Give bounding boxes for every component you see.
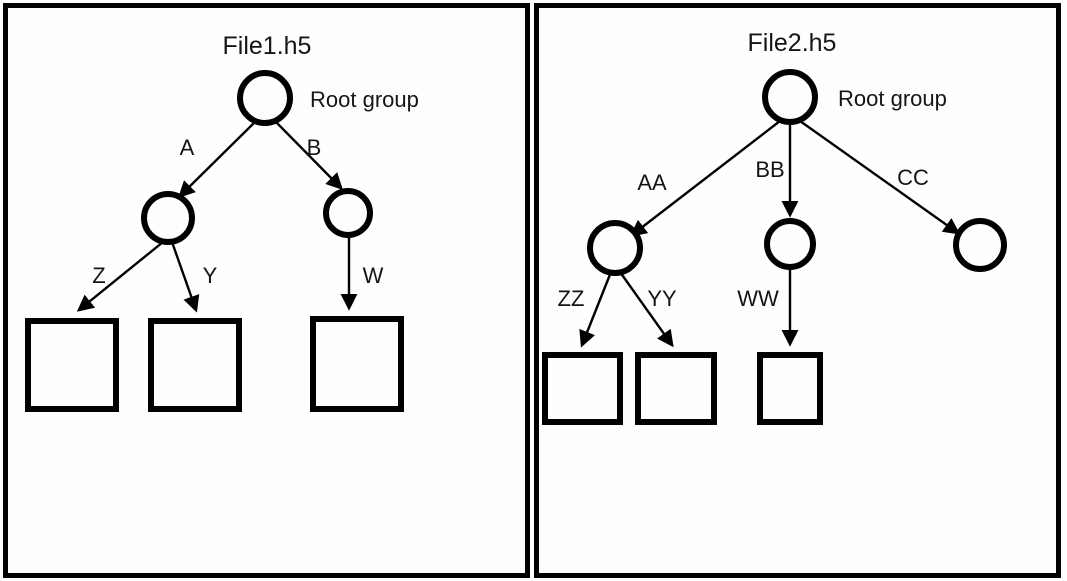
file2-edge-root-to-cc	[799, 120, 961, 235]
file2-dataset-zz-node[interactable]	[542, 352, 623, 425]
file2-edge-aa-to-dataset-yy	[619, 271, 674, 348]
file1-group-a-node[interactable]	[141, 191, 195, 245]
file1-root-group-node[interactable]	[237, 70, 293, 126]
file1-dataset-w-node[interactable]	[310, 316, 404, 412]
file1-edge-a-to-dataset-y	[170, 241, 200, 313]
file1-group-b-node[interactable]	[323, 188, 373, 238]
file2-group-cc-node[interactable]	[953, 218, 1007, 272]
file1-edge-label-b: B	[307, 135, 322, 160]
file2-edge-label-yy: YY	[647, 286, 677, 311]
file2-edge-label-zz: ZZ	[558, 286, 585, 311]
file2-group-aa-node[interactable]	[587, 220, 643, 276]
file1-dataset-y-node[interactable]	[148, 318, 242, 412]
file2-root-group-caption: Root group	[838, 86, 947, 111]
file1-edge-label-y: Y	[203, 263, 218, 288]
panel-file1: File1.h5 Root group A B Z Y W	[3, 3, 530, 578]
file2-dataset-ww-node[interactable]	[757, 352, 823, 425]
file1-edge-a-to-dataset-z	[76, 241, 164, 312]
file2-group-bb-node[interactable]	[764, 218, 816, 270]
file2-edge-label-cc: CC	[897, 165, 929, 190]
file2-edge-root-to-aa	[629, 120, 781, 237]
panel-file1-title: File1.h5	[223, 32, 312, 60]
file1-dataset-z-node[interactable]	[25, 318, 119, 412]
panel-file2: File2.h5 Root group AA BB CC ZZ YY	[534, 3, 1061, 578]
panel-file2-title: File2.h5	[748, 29, 837, 57]
file1-edge-root-to-b	[274, 120, 343, 190]
panel-file2-border	[534, 3, 1061, 578]
file1-edge-label-w: W	[363, 263, 384, 288]
file2-root-group-node[interactable]	[762, 69, 818, 125]
file2-edge-label-aa: AA	[637, 170, 667, 195]
file1-root-group-caption: Root group	[310, 87, 419, 112]
file2-edge-aa-to-dataset-zz	[579, 271, 613, 348]
file2-edge-label-ww: WW	[737, 286, 779, 311]
file2-dataset-yy-node[interactable]	[635, 352, 717, 425]
file1-edge-root-to-a	[178, 120, 257, 198]
file1-edge-label-a: A	[180, 135, 195, 160]
file2-edge-label-bb: BB	[755, 157, 784, 182]
file1-edge-label-z: Z	[92, 263, 105, 288]
